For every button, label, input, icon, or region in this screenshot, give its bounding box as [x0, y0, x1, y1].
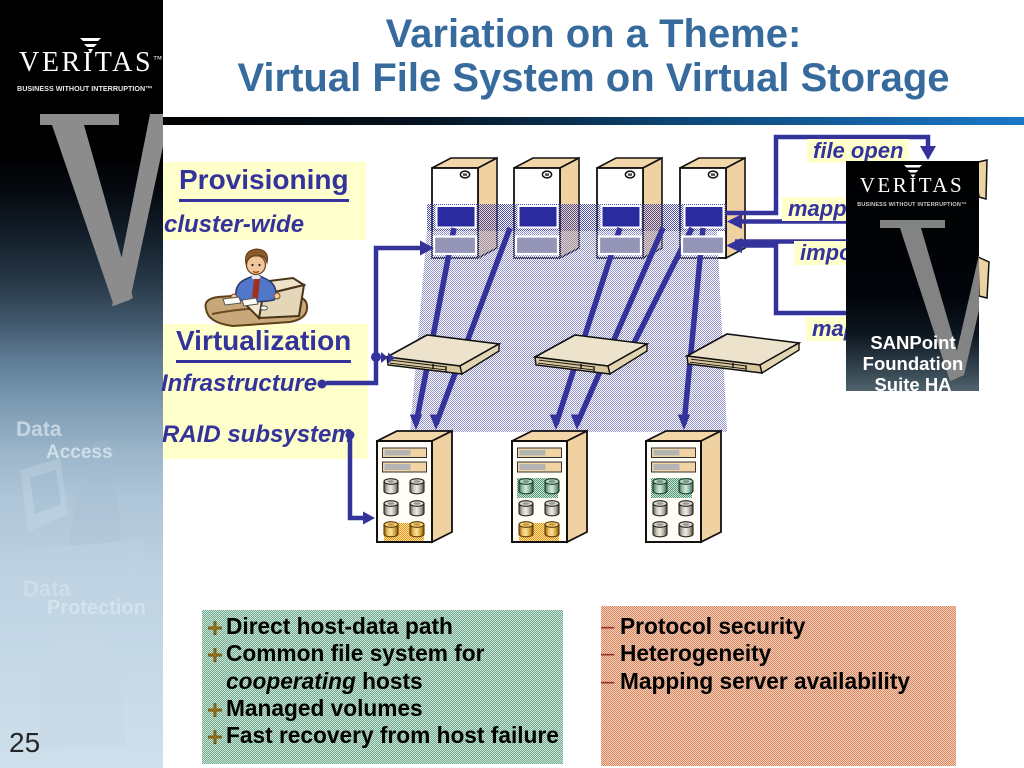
- svg-text:Suite HA: Suite HA: [874, 374, 951, 395]
- svg-text:VERITAS: VERITAS: [860, 173, 964, 197]
- svg-text:BUSINESS WITHOUT INTERRUPTION™: BUSINESS WITHOUT INTERRUPTION™: [857, 202, 967, 208]
- svg-text:Foundation: Foundation: [863, 353, 964, 374]
- svg-text:SANPoint: SANPoint: [870, 332, 955, 353]
